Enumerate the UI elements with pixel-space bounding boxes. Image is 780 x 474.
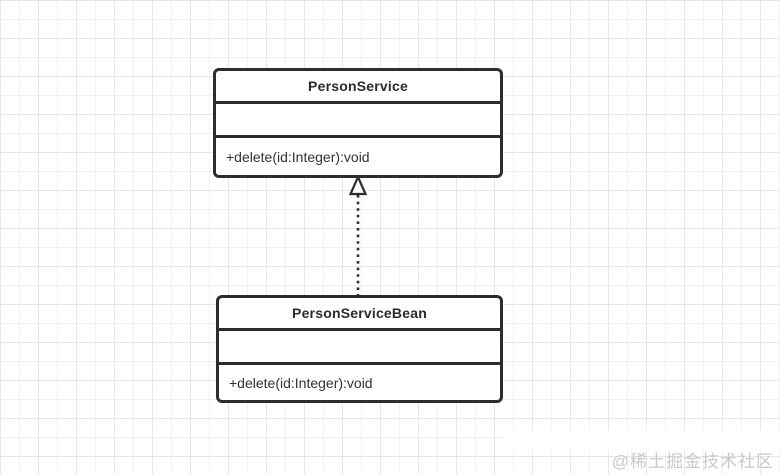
class-box-personservice: PersonService +delete(id:Integer):void xyxy=(213,68,503,178)
watermark-text: @稀土掘金技术社区 xyxy=(611,452,774,471)
compartment-divider xyxy=(216,135,500,138)
realization-arrow xyxy=(348,175,368,296)
attributes-compartment-empty xyxy=(219,331,500,362)
method-label-personservicebean: +delete(id:Integer):void xyxy=(229,374,373,391)
compartment-divider xyxy=(216,101,500,104)
attributes-compartment-empty xyxy=(216,104,500,135)
hollow-triangle-arrowhead xyxy=(348,175,368,196)
compartment-divider xyxy=(219,328,500,331)
compartment-divider xyxy=(219,362,500,365)
class-box-personservicebean: PersonServiceBean +delete(id:Integer):vo… xyxy=(216,295,503,403)
class-name-personservice: PersonService xyxy=(308,78,408,94)
class-name-personservicebean: PersonServiceBean xyxy=(292,305,427,321)
whiteout-band xyxy=(508,433,780,448)
method-label-personservice: +delete(id:Integer):void xyxy=(226,148,370,165)
